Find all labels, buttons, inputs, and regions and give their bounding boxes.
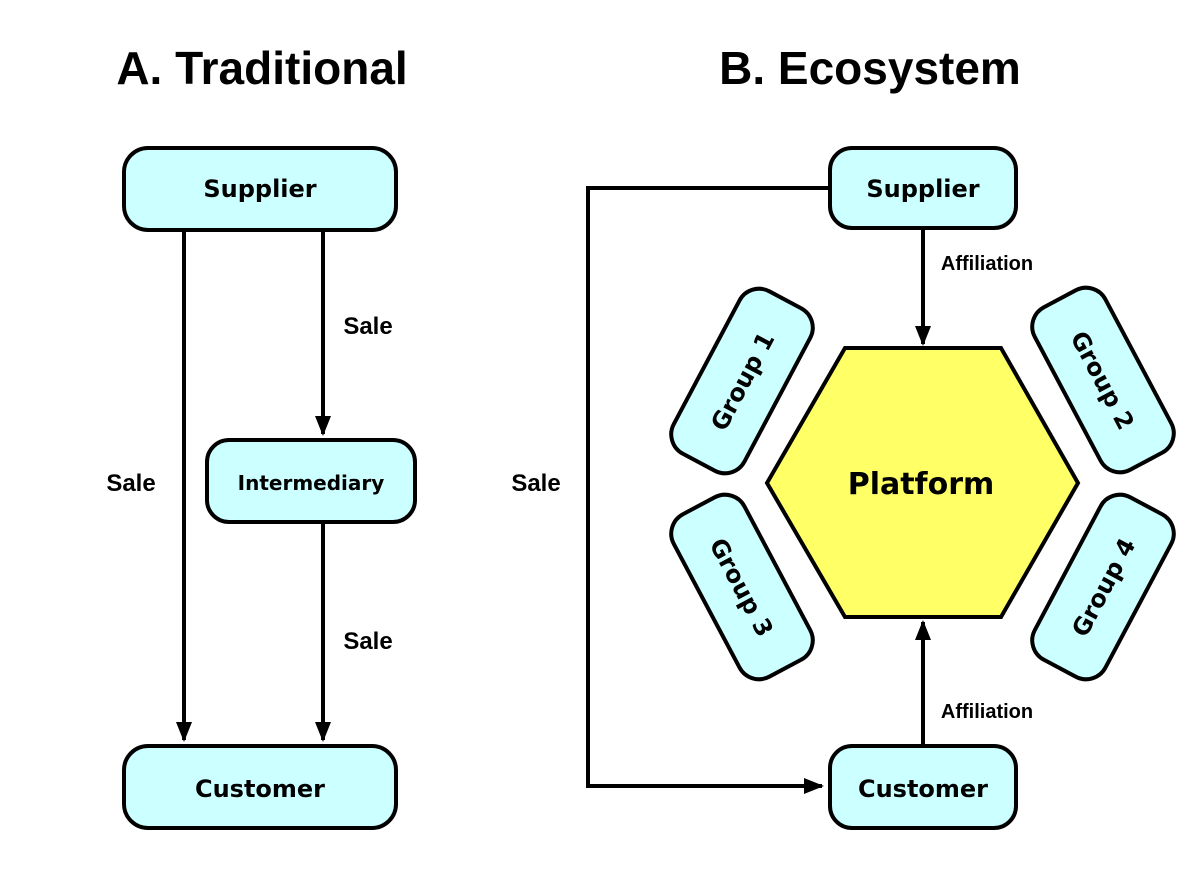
node-b-supplier [828, 146, 1018, 230]
node-a-customer [122, 744, 398, 830]
node-b-customer-label: Customer [858, 775, 988, 803]
edge-a-intermediary-customer-label: Sale [343, 628, 392, 655]
edge-a-supplier-intermediary-label: Sale [343, 313, 392, 340]
node-b-supplier-label: Supplier [866, 175, 979, 203]
node-b-group3: Group 3 [669, 492, 815, 682]
edge-b-supplier-customer-sale [586, 186, 828, 794]
node-a-intermediary-label: Intermediary [238, 471, 385, 495]
node-b-group2: Group 2 [1030, 285, 1176, 475]
node-b-group4: Group 4 [1030, 492, 1176, 682]
node-a-supplier [122, 146, 398, 232]
node-a-customer-label: Customer [195, 775, 325, 803]
edge-b-customer-affiliation-label: Affiliation [941, 701, 1033, 723]
edge-b-sale-label: Sale [511, 470, 560, 497]
node-b-group1-box [669, 286, 815, 476]
node-a-intermediary [205, 438, 417, 524]
node-b-group1: Group 1 [669, 286, 815, 476]
panel-a-title: A. Traditional [116, 42, 407, 94]
node-b-platform [764, 346, 1081, 619]
node-a-supplier-label: Supplier [203, 175, 316, 203]
edge-a-direct-sale-label: Sale [106, 470, 155, 497]
node-b-group4-box [1030, 492, 1176, 682]
node-b-group2-box [1030, 285, 1176, 475]
node-b-customer [828, 744, 1018, 830]
panel-b-title: B. Ecosystem [719, 42, 1021, 94]
node-b-platform-label: Platform [848, 467, 995, 502]
node-b-group3-box [669, 492, 815, 682]
edge-b-supplier-affiliation-label: Affiliation [941, 253, 1033, 275]
